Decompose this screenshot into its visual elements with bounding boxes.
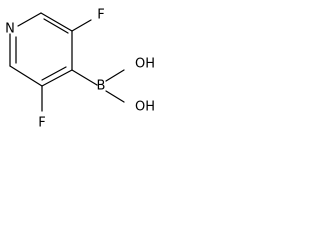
atom-nitrogen-label: N (5, 22, 15, 37)
chemical-structure-drawing: N F F B OH OH (5, 8, 155, 131)
ring-bond-n-c2 (17, 12, 42, 27)
ring-bond-c5-c6 (9, 65, 43, 87)
atom-hydroxyl-bottom-label: OH (135, 100, 155, 115)
atom-boron-label: B (97, 79, 106, 94)
ring-bond-c2-c3 (40, 12, 73, 32)
ring-bond-c2-c3-inner (43, 18, 69, 34)
bond-c3-f (71, 19, 92, 32)
bond-b-oh-bottom (105, 90, 125, 103)
bond-b-oh-top (105, 69, 125, 82)
molecule-canvas: N F F B OH OH (0, 0, 165, 138)
bond-c4-b (71, 69, 98, 86)
atom-fluorine-bottom-label: F (38, 116, 45, 131)
ring-bond-c4-c5-inner (41, 66, 67, 81)
ring-bond-c4-c5 (41, 69, 73, 87)
atom-hydroxyl-top-label: OH (135, 57, 155, 72)
atom-fluorine-top-label: F (97, 8, 104, 23)
